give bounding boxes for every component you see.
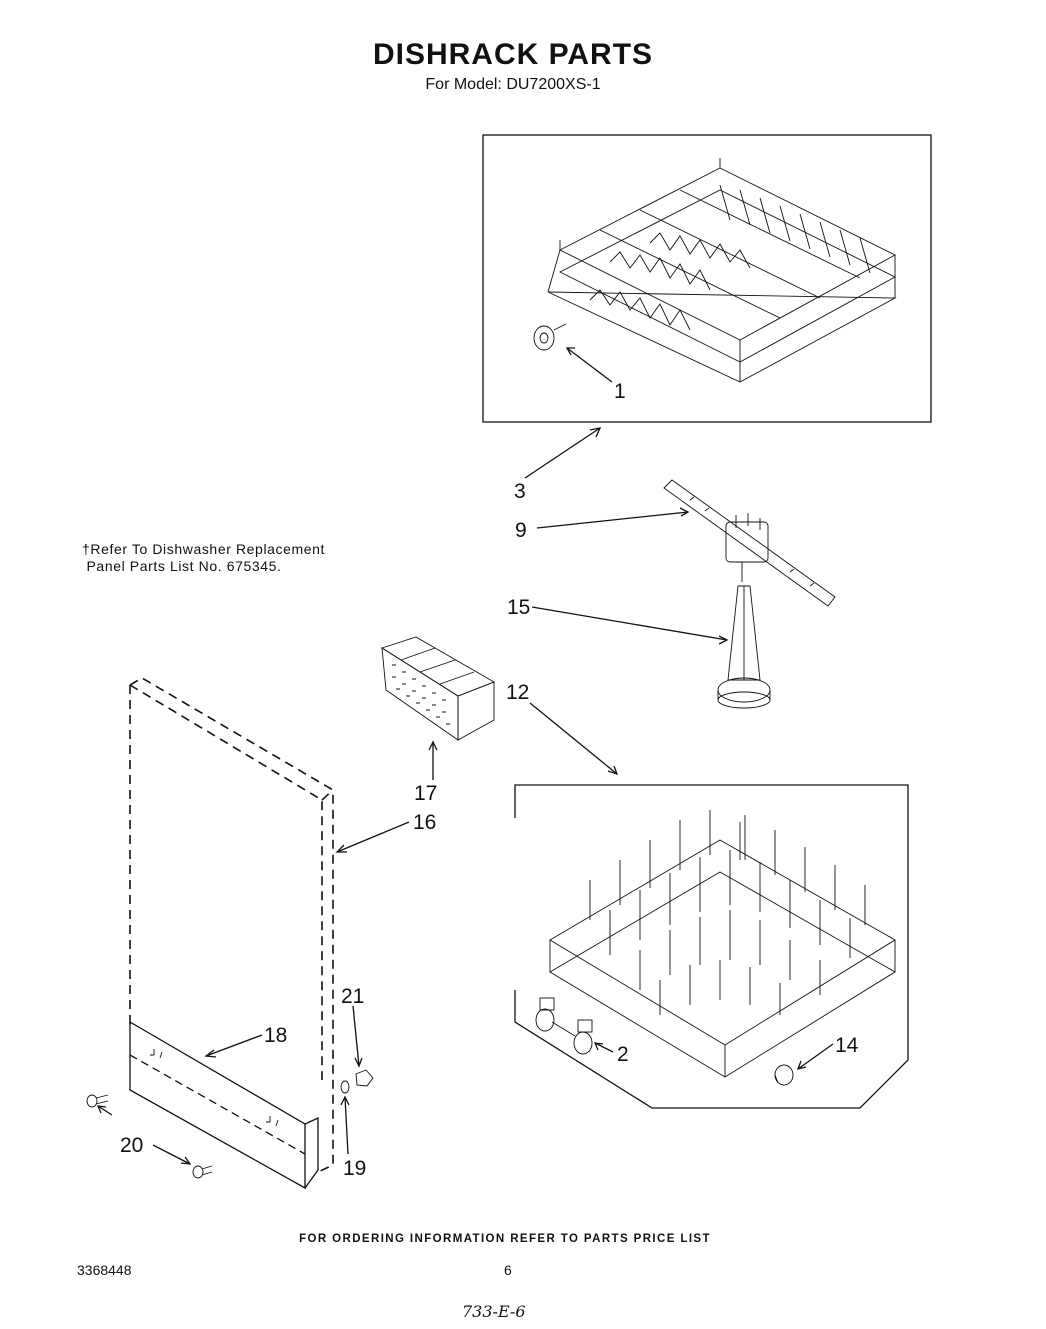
rack-stop-wheel	[774, 1064, 794, 1086]
callout-16: 16	[413, 811, 436, 834]
silverware-basket	[380, 636, 496, 741]
upper-dishrack-illustration	[547, 158, 897, 383]
callout-20: 20	[120, 1134, 143, 1157]
model-subtitle: For Model: DU7200XS-1	[425, 76, 601, 93]
toe-panel	[129, 1020, 319, 1190]
lower-rack-frame	[514, 784, 909, 1109]
lower-rack-roller-assembly	[535, 997, 593, 1055]
callout-14: 14	[835, 1034, 859, 1057]
upper-rack-frame	[482, 134, 932, 423]
lower-dishrack-illustration	[549, 810, 896, 1078]
nut-and-washer	[340, 1069, 374, 1094]
door-panel-outline	[129, 677, 334, 1173]
callout-21: 21	[341, 985, 364, 1008]
page-number: 6	[504, 1262, 512, 1278]
spray-arm-assembly	[663, 479, 836, 607]
spray-tower	[717, 562, 771, 709]
document-number: 3368448	[77, 1262, 132, 1278]
replacement-panel-note: †Refer To Dishwasher Replacement Panel P…	[82, 541, 326, 574]
rack-roller-wheel	[533, 323, 567, 351]
handwritten-code: 733-E-6	[462, 1302, 526, 1321]
callout-2: 2	[617, 1043, 629, 1066]
callout-9: 9	[515, 519, 527, 542]
page-title: DISHRACK PARTS	[372, 38, 654, 71]
callout-15: 15	[507, 596, 530, 619]
callout-3: 3	[514, 480, 526, 503]
callout-12: 12	[506, 681, 529, 704]
ordering-info: FOR ORDERING INFORMATION REFER TO PARTS …	[299, 1233, 711, 1245]
callout-18: 18	[264, 1024, 287, 1047]
callout-17: 17	[414, 782, 437, 805]
callout-1: 1	[614, 380, 626, 403]
callout-19: 19	[343, 1157, 366, 1180]
callout-leader-lines	[96, 347, 834, 1165]
screw-pair	[86, 1094, 213, 1179]
